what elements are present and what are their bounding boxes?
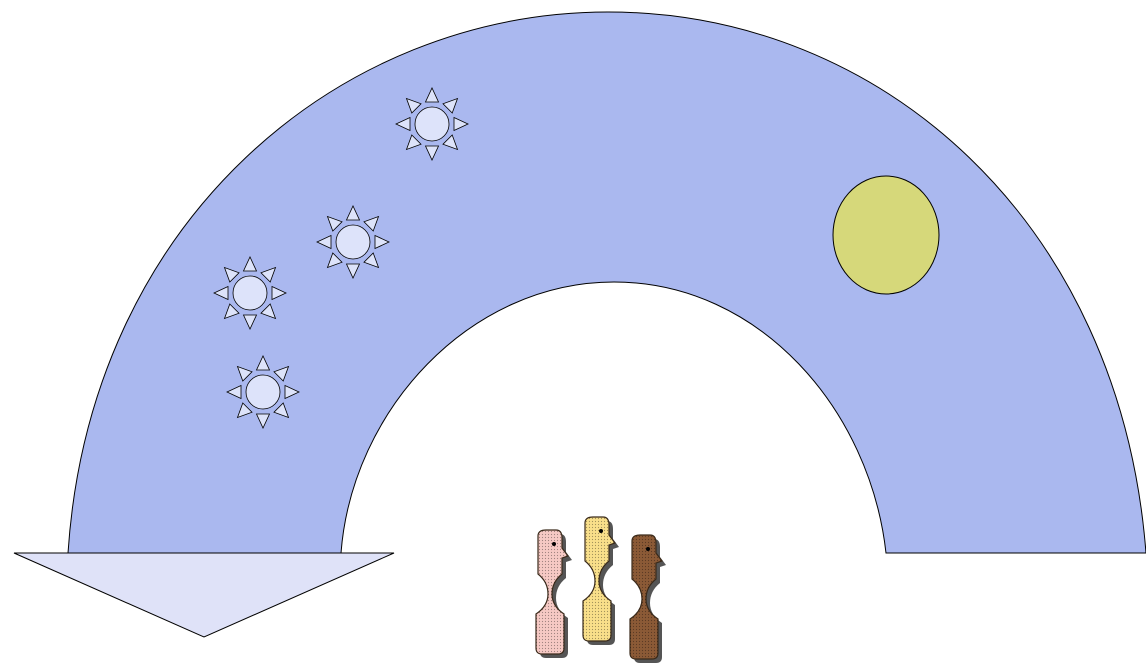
star-icon — [396, 88, 468, 160]
person-brown-icon — [630, 535, 666, 663]
person-yellow-icon — [583, 517, 619, 645]
arrow-head — [14, 553, 394, 637]
star-icon — [214, 257, 286, 329]
person-pink-icon — [536, 530, 572, 658]
star-icon — [317, 206, 389, 278]
star-icon — [227, 356, 299, 428]
moon-icon — [833, 176, 939, 294]
